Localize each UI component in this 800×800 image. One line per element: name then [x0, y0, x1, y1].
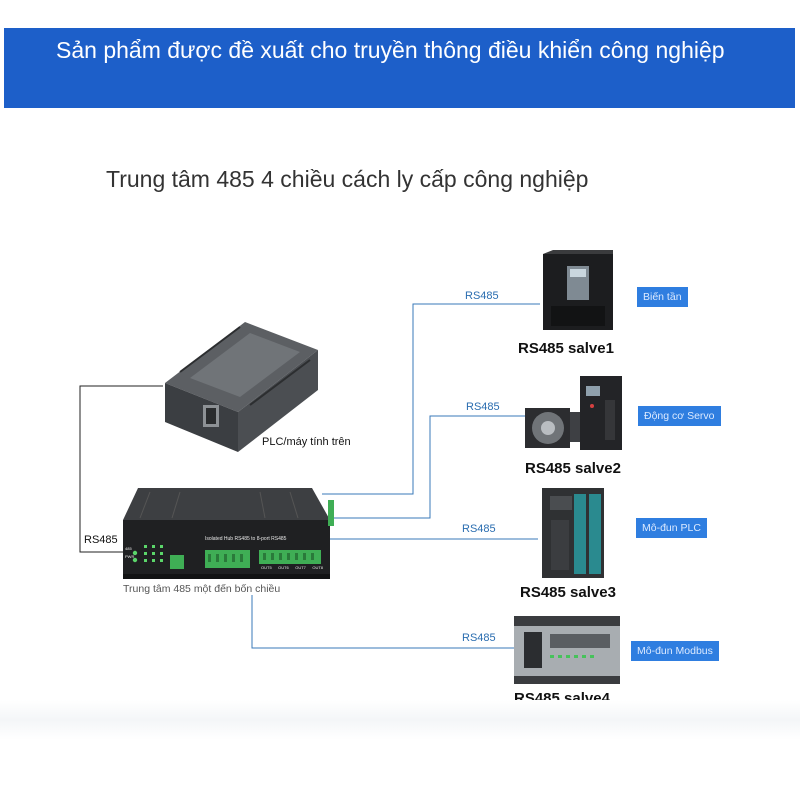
header-banner: Sản phẩm được đề xuất cho truyền thông đ…: [4, 28, 795, 108]
line-label-slave1: RS485: [465, 290, 499, 302]
hub-port-labels: OUT5 OUT6 OUT7 OUT8: [261, 565, 323, 570]
line-label-slave3: RS485: [462, 523, 496, 535]
led-label: PWR: [125, 554, 135, 559]
slave2-name: RS485 salve2: [525, 460, 621, 477]
wire-slave2: [330, 415, 525, 519]
page-title: Trung tâm 485 4 chiều cách ly cấp công n…: [106, 166, 589, 192]
line-label-slave4: RS485: [462, 632, 496, 644]
hub-front-text: Isolated Hub RS485 to 8-port RS485: [205, 536, 287, 542]
plc-label: PLC/máy tính trên: [262, 436, 351, 448]
modbus-module-image: [514, 616, 620, 684]
banner-title: Sản phẩm được đề xuất cho truyền thông đ…: [56, 37, 725, 63]
hub-led-labels: 485 PWR: [125, 545, 134, 561]
line-label-slave2: RS485: [466, 401, 500, 413]
hub-caption: Trung tâm 485 một đến bốn chiều: [123, 583, 281, 595]
slave2-tag: Động cơ Servo: [638, 406, 721, 426]
wire-slave4: [251, 595, 515, 649]
slave3-tag: Mô-đun PLC: [636, 518, 707, 538]
slave1-name: RS485 salve1: [518, 340, 614, 357]
slave4-tag: Mô-đun Modbus: [631, 641, 719, 661]
slave3-name: RS485 salve3: [520, 584, 616, 601]
inverter-image: [543, 250, 613, 330]
servo-image: [525, 376, 622, 450]
plc-device-image: [165, 322, 318, 452]
port-label: OUT7: [295, 565, 306, 570]
slave1-tag: Biến tần: [637, 287, 688, 307]
port-label: OUT5: [261, 565, 272, 570]
plc-to-hub-wire: [79, 385, 163, 553]
port-label: OUT8: [312, 565, 323, 570]
hub-device-image: [123, 488, 334, 579]
led-label: 485: [125, 546, 132, 551]
port-label: OUT6: [278, 565, 289, 570]
bottom-fade: [0, 700, 800, 740]
plc-module-image: [542, 488, 604, 578]
wire-slave1: [322, 303, 540, 495]
hub-input-label: RS485: [84, 534, 118, 546]
